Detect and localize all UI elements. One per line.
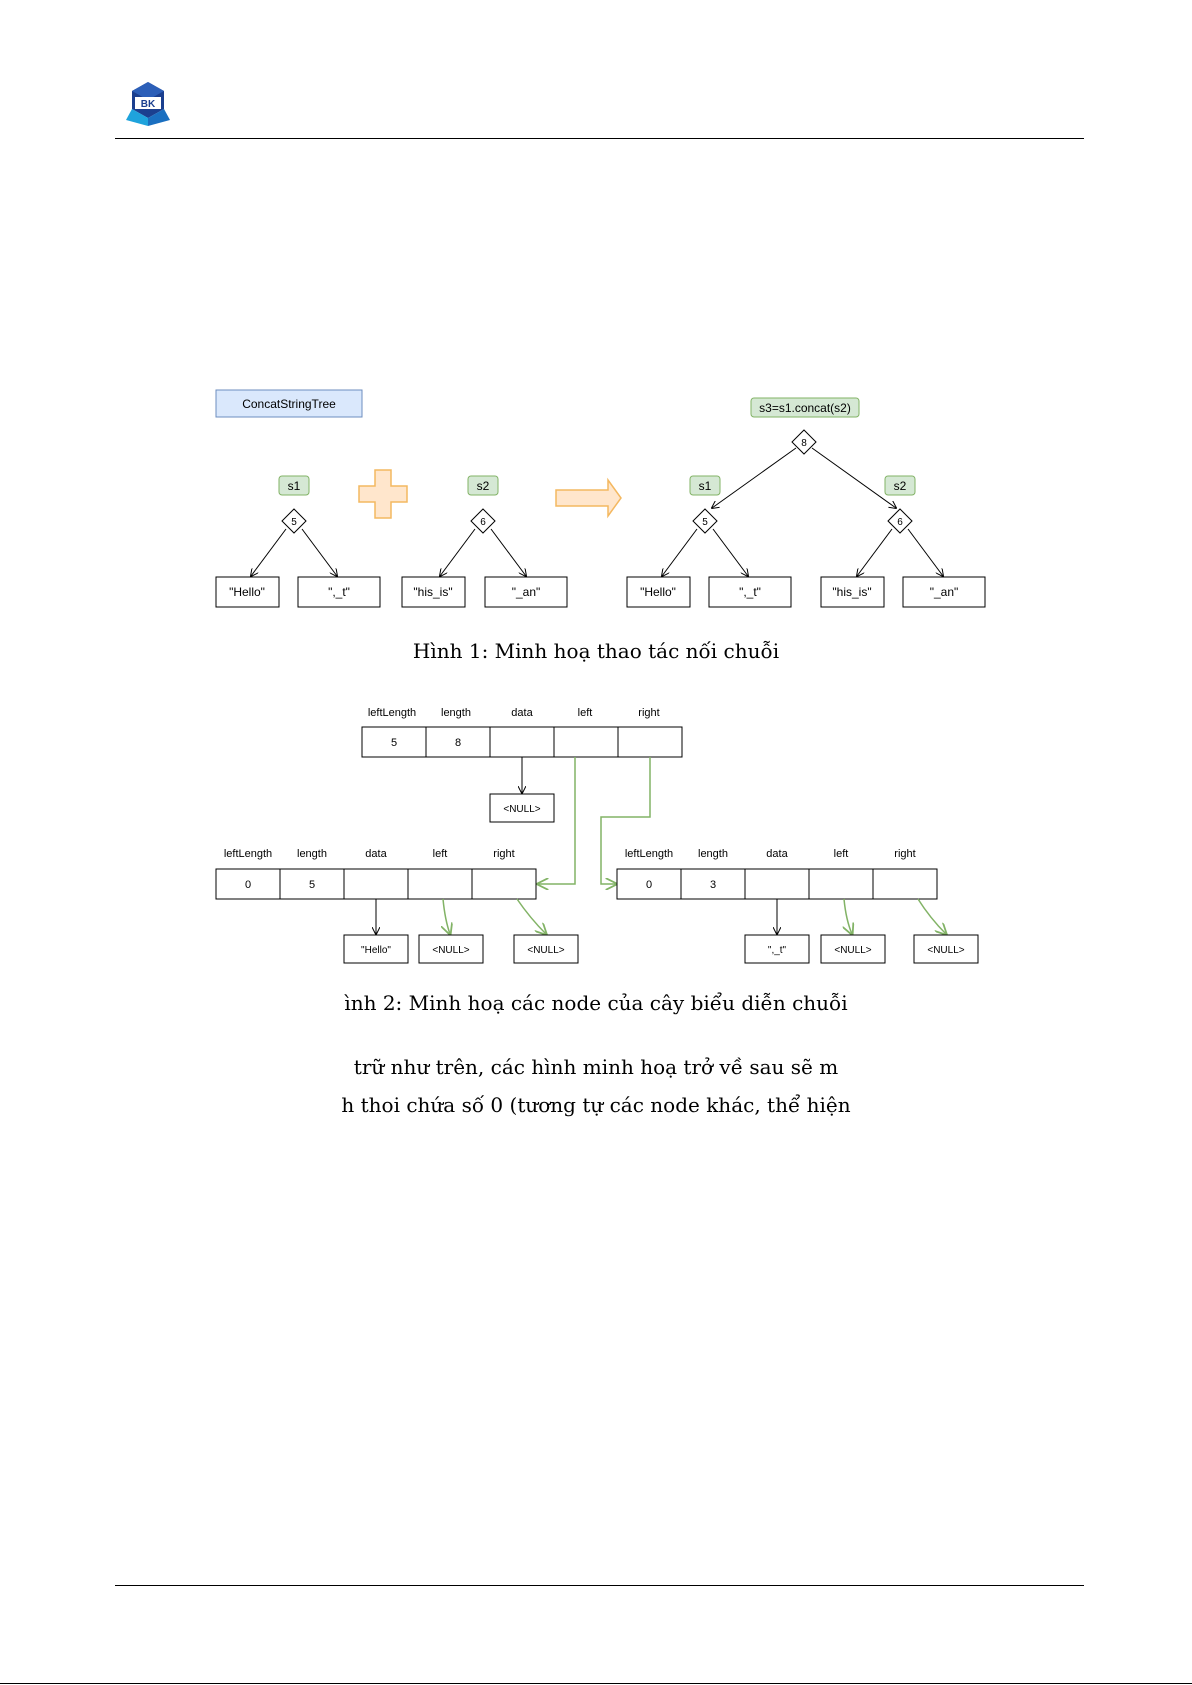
root-header-data: data: [511, 707, 533, 719]
university-logo: BK: [126, 82, 170, 126]
s1-label-left: s1: [288, 479, 301, 493]
leaf-an-right: "_an": [930, 585, 959, 599]
root-length-value: 8: [455, 737, 461, 749]
left-header-data: data: [365, 848, 387, 860]
left-header-leftlength: leftLength: [224, 848, 272, 860]
right-header-leftlength: leftLength: [625, 848, 673, 860]
right-data-comma-t: ",_t": [768, 945, 787, 956]
left-header-right: right: [493, 848, 514, 860]
right-leftlength-value: 0: [646, 879, 652, 891]
body-line-1: trữ như trên, các hình minh hoạ trở về s…: [353, 1055, 839, 1079]
body-line-2: h thoi chứa số 0 (tương tự các node khác…: [341, 1093, 851, 1117]
concat-string-tree-label: ConcatStringTree: [242, 397, 336, 411]
root-data-null: <NULL>: [503, 804, 540, 815]
leaf-hello-right: "Hello": [640, 585, 676, 599]
footer-rule: [115, 1585, 1084, 1586]
leaf-his-is-left: "his_is": [413, 585, 452, 599]
left-length-value: 5: [309, 879, 315, 891]
left-left-null: <NULL>: [432, 945, 469, 956]
left-data-hello: "Hello": [361, 945, 391, 956]
right-header-data: data: [766, 848, 788, 860]
figure-2-caption: ình 2: Minh hoạ các node của cây biểu di…: [344, 991, 848, 1015]
s2-label-right: s2: [894, 479, 907, 493]
leaf-hello-left: "Hello": [229, 585, 265, 599]
root-header-leftlength: leftLength: [368, 707, 416, 719]
leaf-his-is-right: "his_is": [832, 585, 871, 599]
s2-node-value-right: 6: [897, 517, 903, 528]
right-header-right: right: [894, 848, 915, 860]
root-node-value: 8: [801, 438, 807, 449]
plus-icon: [358, 469, 408, 519]
leaf-comma-t-right: ",_t": [739, 585, 761, 599]
root-header-right: right: [638, 707, 659, 719]
left-leftlength-value: 0: [245, 879, 251, 891]
logo-text: BK: [141, 99, 156, 110]
leaf-comma-t-left: ",_t": [328, 585, 350, 599]
s1-node-value: 5: [291, 517, 297, 528]
s2-node-value: 6: [480, 517, 486, 528]
right-header-length: length: [698, 848, 728, 860]
left-header-left: left: [433, 848, 448, 860]
result-label: s3=s1.concat(s2): [759, 401, 851, 415]
root-header-left: left: [578, 707, 593, 719]
right-right-null: <NULL>: [927, 945, 964, 956]
page-bottom-rule: [0, 1683, 1192, 1684]
right-arrow-icon: [555, 477, 622, 519]
header-rule: [115, 138, 1084, 139]
s1-node-value-right: 5: [702, 517, 708, 528]
right-left-null: <NULL>: [834, 945, 871, 956]
figure-1-diagram: ConcatStringTree s1 5 "Hello" ",_t" s2 6…: [215, 389, 986, 608]
root-header-length: length: [441, 707, 471, 719]
s1-label-right: s1: [699, 479, 712, 493]
root-leftlength-value: 5: [391, 737, 397, 749]
right-header-left: left: [834, 848, 849, 860]
left-right-null: <NULL>: [527, 945, 564, 956]
s2-label-left: s2: [477, 479, 490, 493]
right-length-value: 3: [710, 879, 716, 891]
leaf-an-left: "_an": [512, 585, 541, 599]
figure-1-caption: Hình 1: Minh hoạ thao tác nối chuỗi: [412, 639, 780, 663]
figure-2-diagram: leftLength length data left right 5 8 <N…: [215, 707, 979, 964]
left-header-length: length: [297, 848, 327, 860]
